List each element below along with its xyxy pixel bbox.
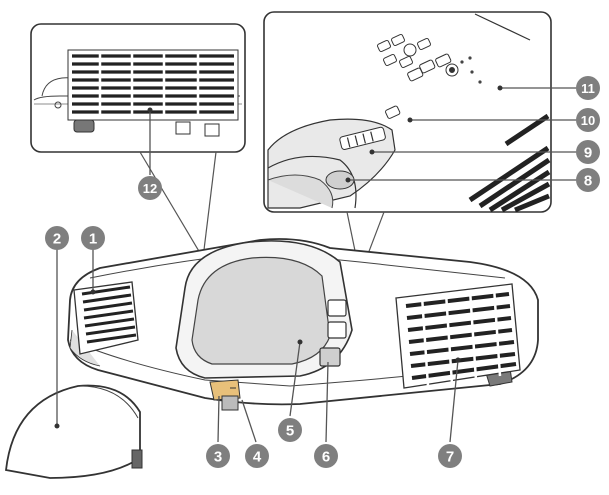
svg-text:6: 6 (322, 449, 330, 466)
front-foot (209, 379, 241, 411)
leader-dots (54, 85, 503, 429)
svg-text:4: 4 (253, 449, 262, 466)
lens-cover (5, 384, 143, 479)
side-buttons (319, 299, 347, 367)
callout-11: 11 (576, 76, 600, 100)
svg-text:8: 8 (584, 173, 592, 190)
callout-4: 4 (245, 444, 269, 468)
callout-12: 12 (138, 176, 162, 200)
svg-text:3: 3 (214, 449, 222, 466)
callout-6: 6 (314, 444, 338, 468)
callout-10: 10 (576, 108, 600, 132)
air-exhaust-vent (73, 281, 139, 355)
svg-text:12: 12 (143, 181, 157, 196)
air-intake-vent (395, 283, 521, 389)
callout-1: 1 (81, 226, 105, 250)
svg-text:1: 1 (89, 231, 97, 248)
rear-inset (30, 23, 246, 153)
leader-lines (56, 87, 577, 443)
callout-2: 2 (45, 226, 69, 250)
svg-text:10: 10 (581, 113, 595, 128)
control-panel-buttons (377, 33, 459, 119)
top-inset-grille (468, 113, 551, 213)
callout-8: 8 (576, 168, 600, 192)
callout-7: 7 (438, 444, 462, 468)
lens-assembly (267, 118, 396, 209)
svg-text:2: 2 (53, 231, 61, 248)
svg-text:9: 9 (584, 145, 592, 162)
callout-5: 5 (278, 418, 302, 442)
projector-body (67, 238, 539, 411)
inset-vent-grille (67, 49, 239, 121)
callout-3: 3 (206, 444, 230, 468)
projection-window (175, 240, 353, 379)
callout-9: 9 (576, 140, 600, 164)
svg-text:11: 11 (581, 81, 595, 96)
top-inset (263, 11, 552, 213)
svg-text:7: 7 (446, 449, 454, 466)
svg-text:5: 5 (286, 423, 294, 440)
